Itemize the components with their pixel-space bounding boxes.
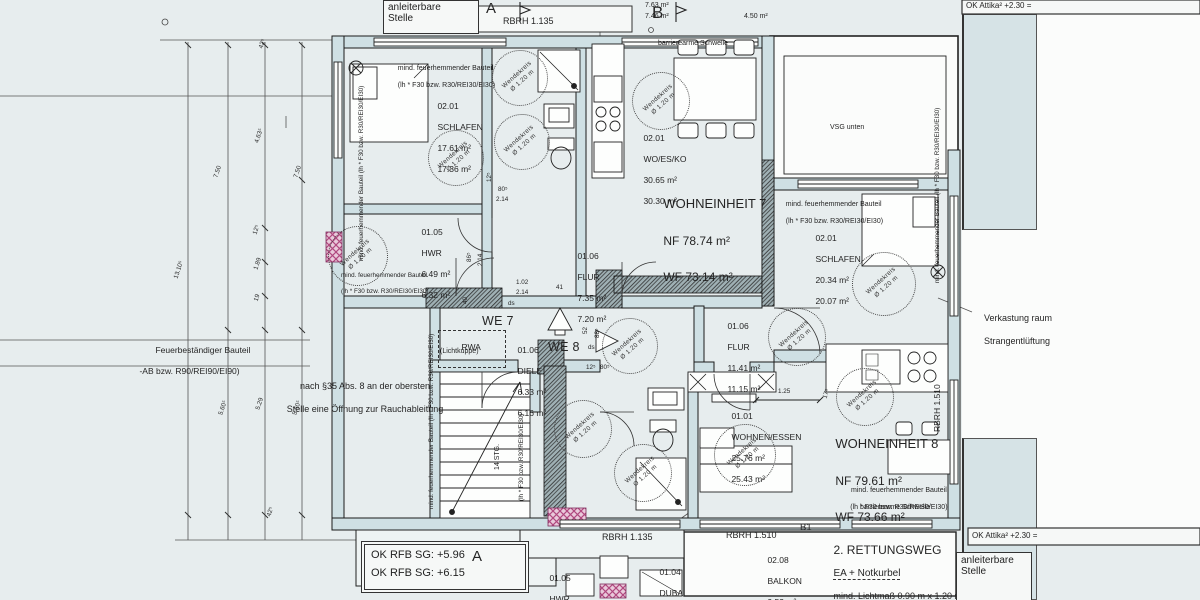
section-marker-a-top: A — [486, 0, 497, 17]
dim-inner-6: 12⁵ — [486, 172, 493, 182]
section-marker-b-top: B — [652, 3, 664, 22]
vsg-label: VSG unten — [830, 124, 865, 131]
fire-note-we7-top: mind. feuerhemmender Bauteil (lh * F30 b… — [390, 56, 495, 100]
rescue-route-note: 2. RETTUNGSWEG EA + Notkurbel mind. Lich… — [824, 532, 963, 600]
room-schlafen8-label: 02.01 SCHLAFEN 20.34 m² 20.07 m² — [815, 232, 861, 307]
rwa-box — [438, 330, 506, 368]
top-area-3: 4.50 m² — [744, 13, 768, 20]
fire-note-we8-bottom: mind. feuerhemmender Bauteil (lh * F30 b… — [850, 486, 948, 512]
parapet-bottom-right-label: RBRH 1.510 — [726, 530, 777, 540]
room-schlafen7-label: 02.01 SCHLAFEN 17.61 m² 17.36 m² — [428, 90, 483, 186]
room-area-nf: 17.61 m² — [437, 143, 471, 154]
section-marker-a-bottom: A — [472, 548, 483, 565]
door-swings — [455, 217, 821, 447]
dim-inner-1: 1.02 — [516, 279, 529, 286]
f90-note: Feuerbeständiger Bauteil -AB bzw. R90/RE… — [139, 344, 251, 376]
room-flur7-label: 01.06 FLUR 7.35 m² 7.20 m² — [577, 250, 607, 325]
attika-bottom-label: OK Attika² +2.30 = — [972, 531, 1038, 540]
anleiterbare-stelle-bottom-box: anleiterbare Stelle — [956, 552, 1032, 600]
barrier-threshold-top: barrierearme Schwelle — [658, 40, 729, 47]
room-flur8-label: 01.06 FLUR 11.41 m² 11.15 m² — [727, 320, 761, 395]
fire-note-hwr: mind. feuerhemmender Bauteil (lh * F30 b… — [341, 271, 429, 295]
rwa-label: RWA — [461, 341, 481, 352]
room-name: SCHLAFEN — [437, 121, 483, 132]
b1-marker: B1 — [800, 522, 812, 533]
fire-note-stairs-right: (lh * F30 bzw. R30/REI30/EI30) — [517, 413, 525, 502]
room-woesko-label: 02.01 WO/ES/KO 30.65 m² 30.30 m² — [643, 132, 687, 207]
paper-white-right — [1035, 14, 1200, 530]
paper-white-right-mid — [962, 230, 1036, 438]
fire-note-vertical-we8: mind. feuerhemmender Bauteil (lh * F30 b… — [933, 107, 941, 283]
unit7-label: WOHNEINHEIT 7 NF 78.74 m² WF 73.14 m² — [663, 196, 767, 284]
we8-tag: WE 8 — [548, 340, 580, 354]
we7-tag: WE 7 — [482, 314, 514, 328]
ok-rfb-box: OK RFB SG: +5.96 OK RFB SG: +6.15 — [364, 544, 526, 590]
top-area-1: 7.63 m² — [645, 2, 669, 9]
dim-inner-13: 80⁵ — [600, 364, 610, 371]
dim-inner-9: 1.25 — [778, 388, 791, 395]
dim-inner-3: 40 — [462, 296, 469, 304]
room-hwr-bottom-label: 01.05 HWR — [549, 572, 571, 600]
ds-label-2: ds — [588, 344, 595, 351]
pink-wall-elements — [325, 231, 627, 599]
fire-note-vertical-left: mind. feuerhemmender Bauteil (lh * F30 b… — [357, 85, 365, 261]
unit7-title: WOHNEINHEIT 7 — [663, 196, 767, 211]
unit8-label: WOHNEINHEIT 8 NF 79.61 m² WF 73.66 m² — [835, 436, 939, 524]
neighbor-block-top — [962, 14, 1037, 230]
room-area-wf: 17.36 m² — [437, 164, 471, 175]
ok-rfb-line1: OK RFB SG: +5.96 — [371, 549, 465, 561]
dim-inner-5: 88⁵ — [594, 328, 601, 338]
attika-top-label: OK Attika² +2.30 = — [966, 1, 1032, 10]
dim-inner-4: 86⁵ — [466, 252, 473, 262]
parapet-top-label: RBRH 1.135 — [503, 16, 554, 26]
anleiterbare-stelle-top-box: anleiterbare Stelle — [383, 0, 479, 34]
furniture — [349, 39, 951, 597]
verkastung-note: Verkastung raum Strangentlüftung — [984, 313, 1053, 346]
staircase — [439, 371, 531, 519]
lichtkuppel-label: (Lichtkuppe) — [440, 348, 479, 355]
ds-label-1: ds — [508, 300, 515, 307]
barrier-threshold-bottom: barrierearme Schwelle — [860, 504, 931, 511]
dim-inner-0: 2.14 — [516, 289, 529, 296]
room-balkon-label: 02.08 BALKON 9.52 m² 4.76 m² — [767, 554, 802, 600]
room-code: 02.01 — [437, 100, 459, 111]
glazing-vsg — [769, 35, 959, 187]
dim-inner-7: 80⁵ — [498, 186, 508, 193]
stairs-steps-label: 14 STG. — [494, 443, 501, 470]
dim-inner-2: 41 — [556, 284, 564, 291]
top-area-2: 7.46 m² — [645, 13, 669, 20]
parapet-right-label: RBRH 1.510 — [932, 384, 942, 432]
anleiterbare-line2: Stelle — [388, 13, 414, 24]
room-hwr7-label: 01.05 HWR 6.49 m² 6.32 m² — [421, 226, 451, 301]
dim-inner-12: 2.14 — [477, 253, 484, 266]
parapet-bottom-left-label: RBRH 1.135 — [602, 532, 653, 542]
anleiterbare-line1: anleiterbare — [388, 2, 441, 13]
room-wohnen8-label: 01.01 WOHNEN/ESSEN 25.76 m² 25.43 m² — [731, 410, 802, 485]
fire-note-line2: (lh * F30 bzw. R30/REI30/EI30) — [397, 82, 496, 90]
fire-note-we8-top: mind. feuerhemmender Bauteil (lh * F30 b… — [785, 200, 884, 226]
dimension-lines — [0, 18, 973, 543]
smoke-note: nach §35 Abs. 8 an der obersten Stelle e… — [286, 381, 444, 414]
dim-inner-11: 52 — [582, 326, 589, 334]
room-diele-label: 01.06 DIELE 6.33 m² 6.16 m² — [517, 344, 547, 419]
dim-inner-8: 2.14 — [496, 196, 509, 203]
fire-note-line1: mind. feuerhemmender Bauteil — [397, 64, 494, 72]
dim-inner-14: 12⁵ — [586, 364, 596, 371]
room-duba-label: 01.04 DUBA 7.49 m² — [659, 566, 684, 598]
unit8-title: WOHNEINHEIT 8 — [835, 436, 939, 451]
ok-rfb-line2: OK RFB SG: +6.15 — [371, 566, 465, 579]
